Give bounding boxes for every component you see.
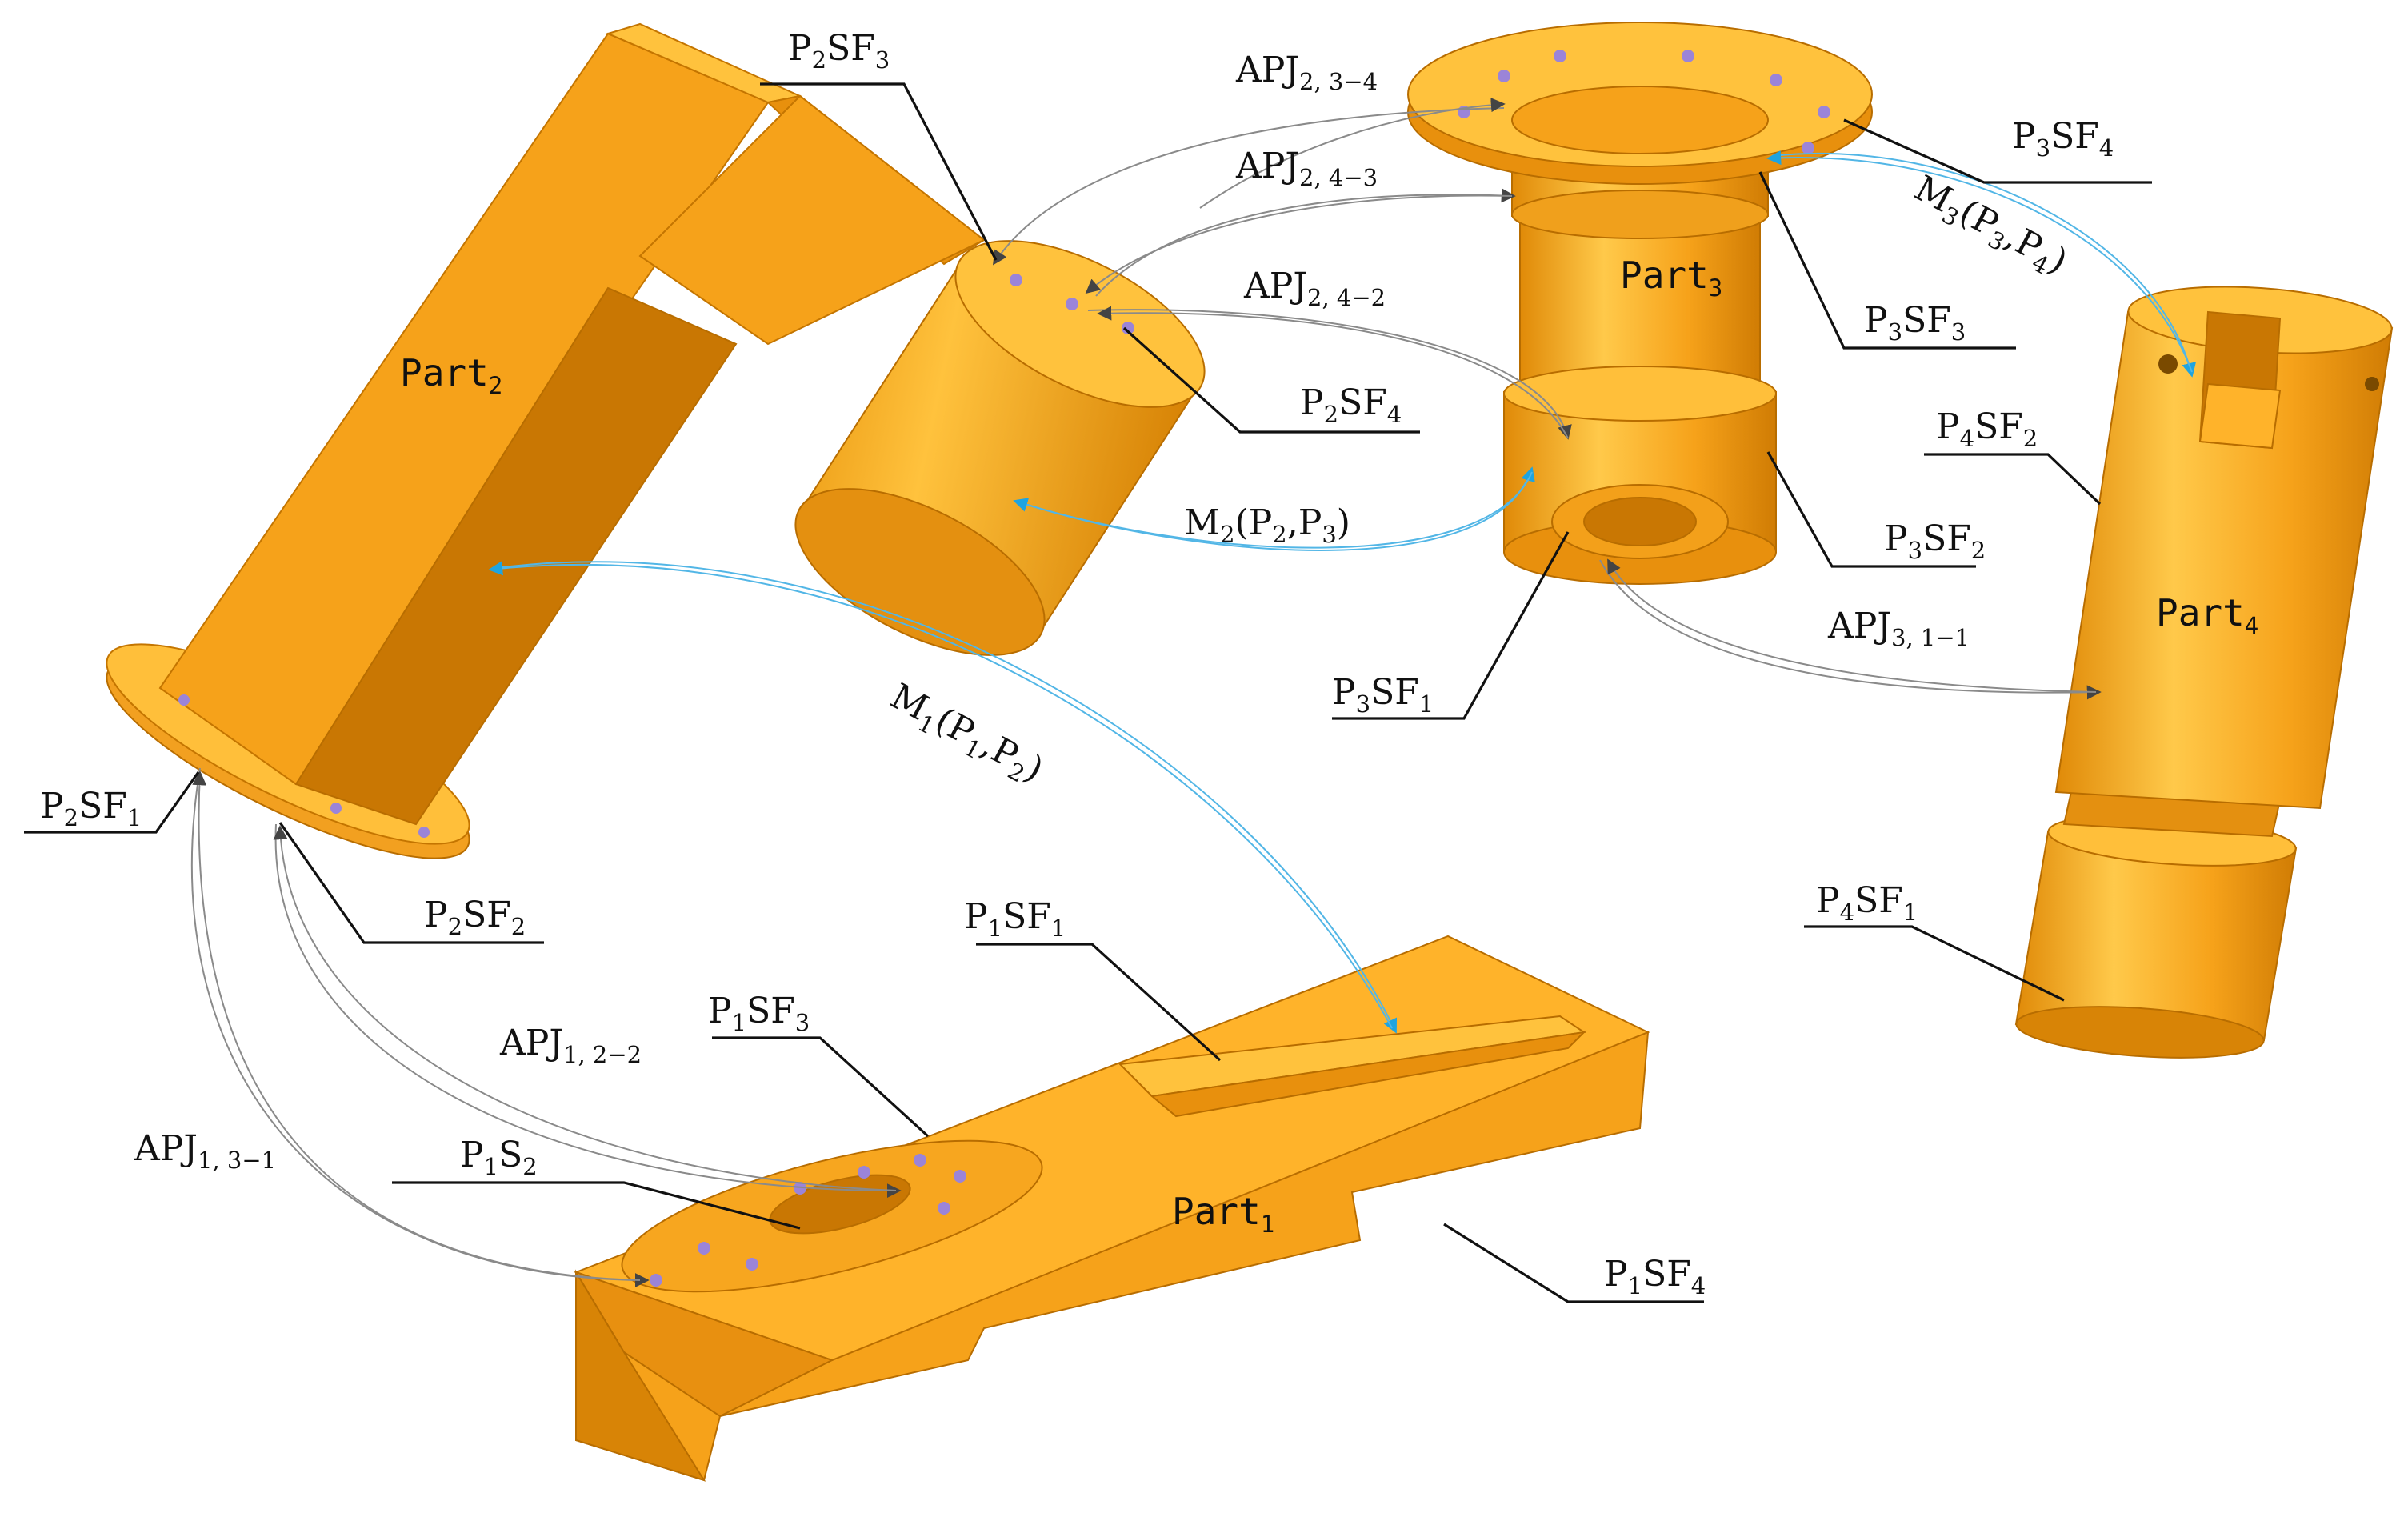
label-p1sf3: P1SF3 bbox=[708, 991, 810, 1036]
p2sf1-leader bbox=[24, 771, 200, 834]
p3sf2-leader bbox=[1766, 451, 1976, 568]
apj2-43-arrow-b bbox=[1085, 194, 1513, 294]
label-p3sf1: P3SF1 bbox=[1332, 672, 1434, 718]
part1-solid bbox=[574, 935, 1650, 1482]
p3sf1-leader bbox=[1332, 531, 1570, 720]
label-apj1-31: APJ1, 3−1 bbox=[134, 1128, 276, 1174]
p4sf2-leader bbox=[1924, 453, 2102, 506]
label-p1sf1: P1SF1 bbox=[964, 896, 1066, 942]
label-p2sf2: P2SF2 bbox=[424, 895, 526, 940]
apj1-22-arrow bbox=[274, 823, 902, 1199]
p2sf3-leader bbox=[760, 82, 998, 261]
apj3-11-arrow-b bbox=[1607, 558, 2097, 693]
apj2-42-arrow-b bbox=[1097, 306, 1569, 439]
label-p1sf4: P1SF4 bbox=[1604, 1254, 1706, 1299]
label-p3sf2: P3SF2 bbox=[1884, 518, 1986, 564]
apj-arrows bbox=[190, 98, 2102, 1287]
m1-arrow bbox=[495, 561, 1398, 1034]
label-p4sf2: P4SF2 bbox=[1936, 406, 2038, 452]
part3-title: Part3 bbox=[1620, 254, 1722, 302]
p1sf3-leader bbox=[712, 1036, 930, 1138]
label-apj2-42: APJ2, 4−2 bbox=[1243, 266, 1386, 311]
label-p3sf3: P3SF3 bbox=[1864, 300, 1966, 346]
apj2-43-arrow bbox=[1095, 188, 1516, 297]
m-arrows bbox=[488, 150, 2197, 1034]
apj1-22-arrow-b bbox=[273, 825, 897, 1191]
label-p2sf1: P2SF1 bbox=[40, 786, 142, 831]
p1s2-leader bbox=[392, 1181, 801, 1230]
part3-solid bbox=[1407, 22, 1873, 585]
apj2-42-arrow bbox=[1087, 309, 1572, 440]
m3-arrow-b bbox=[1766, 150, 2193, 373]
p1sf4-leader bbox=[1443, 1223, 1704, 1303]
p2sf4-leader bbox=[1122, 326, 1420, 434]
p4sf1-leader bbox=[1804, 925, 2065, 1002]
label-p2sf3: P2SF3 bbox=[788, 28, 890, 74]
label-apj2-34: APJ2, 3−4 bbox=[1235, 50, 1378, 95]
label-apj3-11: APJ3, 1−1 bbox=[1827, 606, 1970, 651]
label-p2sf4: P2SF4 bbox=[1300, 382, 1402, 428]
leader-lines bbox=[24, 82, 2152, 1303]
apj1-31-arrow-b bbox=[192, 771, 641, 1281]
label-m2: M2(P2,P3) bbox=[1184, 502, 1350, 548]
p2sf2-leader bbox=[278, 822, 544, 944]
p3sf4-leader bbox=[1843, 118, 2152, 184]
p3sf3-leader bbox=[1758, 171, 2016, 350]
label-p4sf1: P4SF1 bbox=[1816, 880, 1918, 926]
label-apj1-22: APJ1, 2−2 bbox=[499, 1023, 642, 1068]
part4-solid bbox=[2014, 286, 2394, 1059]
part2-title: Part2 bbox=[400, 351, 502, 399]
part1-title: Part1 bbox=[1172, 1190, 1274, 1238]
m2-arrow-b bbox=[1013, 471, 1533, 549]
apj2-34-arrow-b bbox=[1199, 98, 1506, 209]
m3-arrow bbox=[1771, 152, 2197, 378]
apj2-34-arrow bbox=[993, 107, 1505, 266]
apj3-11-arrow bbox=[1599, 559, 2102, 700]
part2-solid bbox=[106, 22, 1206, 859]
label-apj2-43: APJ2, 4−3 bbox=[1235, 146, 1378, 191]
label-m1: M1(P1,P2) bbox=[882, 676, 1050, 795]
label-p3sf4: P3SF4 bbox=[2012, 116, 2114, 162]
part4-title: Part4 bbox=[2156, 591, 2258, 639]
p1sf1-leader bbox=[976, 943, 1222, 1062]
m1-arrow-b bbox=[488, 561, 1393, 1029]
label-p1s2: P1S2 bbox=[460, 1135, 538, 1180]
